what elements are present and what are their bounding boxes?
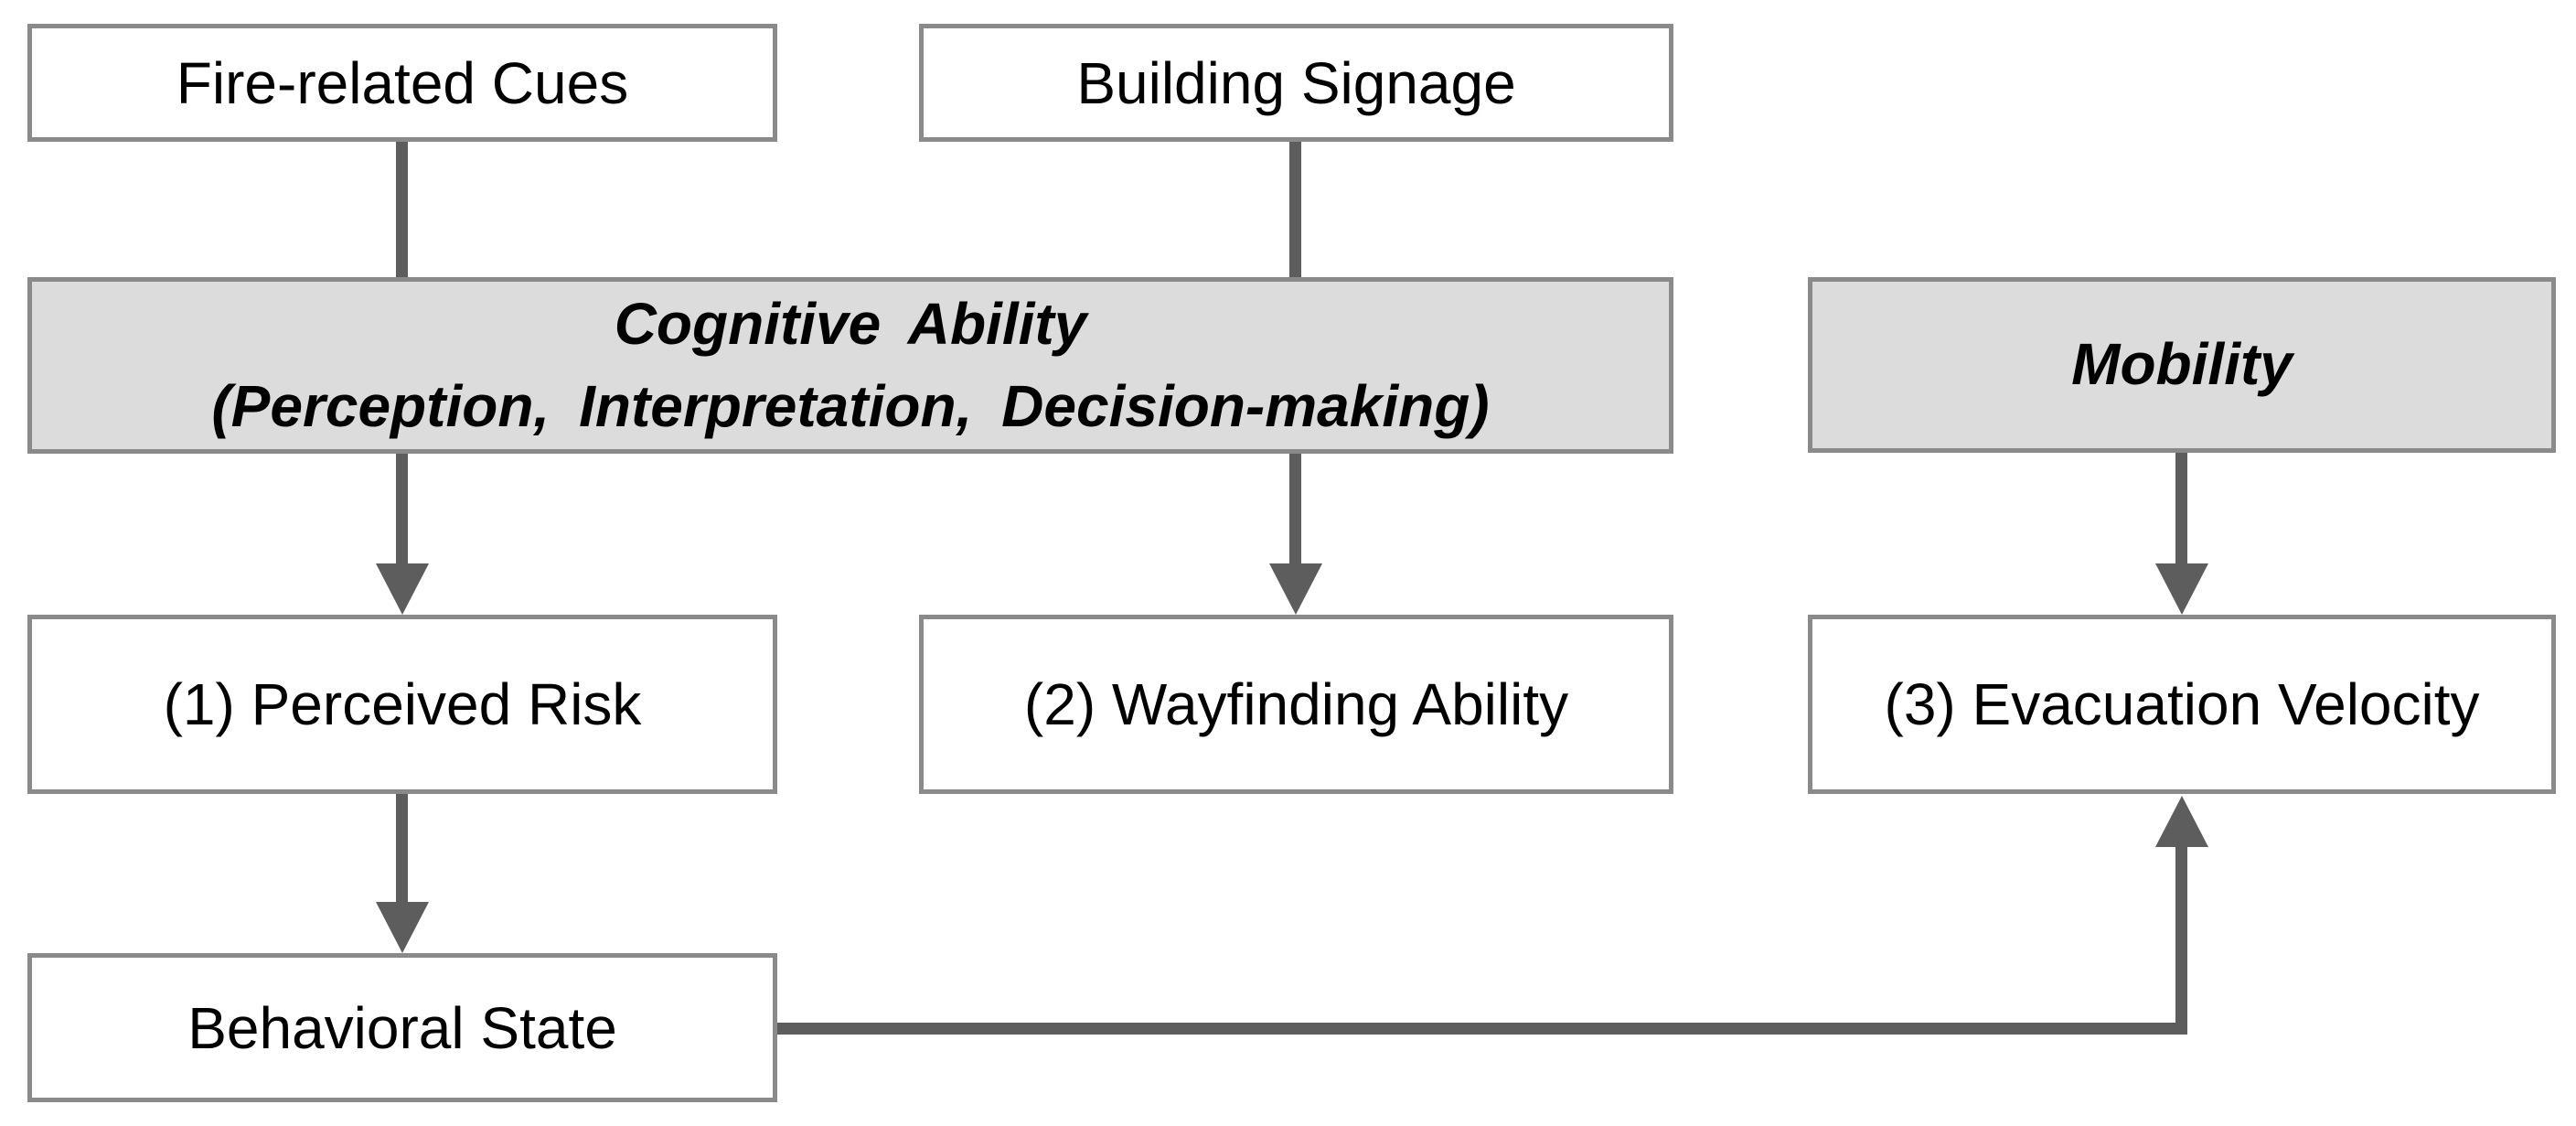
arrowhead-up-icon (2155, 796, 2208, 847)
box-label: Behavioral State (187, 994, 617, 1061)
connector-behavioral-to-evacuation-vertical (2175, 847, 2187, 1035)
connector-building-signage-to-cognitive (1289, 141, 1301, 278)
connector-cognitive-to-wayfinding (1289, 453, 1301, 564)
connector-perceived-risk-to-behavioral (396, 793, 408, 903)
box-label: (1) Perceived Risk (163, 671, 642, 737)
box-fire-related-cues: Fire-related Cues (27, 24, 777, 142)
box-cognitive-ability: Cognitive Ability (Perception, Interpret… (27, 277, 1673, 454)
arrowhead-down-icon (376, 902, 429, 953)
box-label-line1: Cognitive Ability (614, 290, 1087, 357)
box-building-signage: Building Signage (919, 24, 1673, 142)
connector-fire-cues-to-cognitive (396, 141, 408, 278)
box-perceived-risk: (1) Perceived Risk (27, 615, 777, 794)
box-wayfinding-ability: (2) Wayfinding Ability (919, 615, 1673, 794)
arrowhead-down-icon (1269, 563, 1322, 615)
connector-behavioral-to-evacuation-horizontal (773, 1023, 2187, 1035)
box-label: Fire-related Cues (176, 49, 629, 116)
box-label-line2: (Perception, Interpretation, Decision-ma… (211, 372, 1490, 439)
box-label: Mobility (2071, 331, 2293, 398)
connector-mobility-to-evacuation (2175, 453, 2187, 564)
box-mobility: Mobility (1808, 277, 2556, 453)
arrowhead-down-icon (376, 563, 429, 615)
box-label: Building Signage (1076, 49, 1516, 116)
box-behavioral-state: Behavioral State (27, 953, 777, 1102)
arrowhead-down-icon (2155, 563, 2208, 615)
box-label: (3) Evacuation Velocity (1884, 671, 2480, 737)
connector-cognitive-to-perceived-risk (396, 453, 408, 564)
box-label: (2) Wayfinding Ability (1023, 671, 1569, 737)
box-evacuation-velocity: (3) Evacuation Velocity (1808, 615, 2556, 794)
